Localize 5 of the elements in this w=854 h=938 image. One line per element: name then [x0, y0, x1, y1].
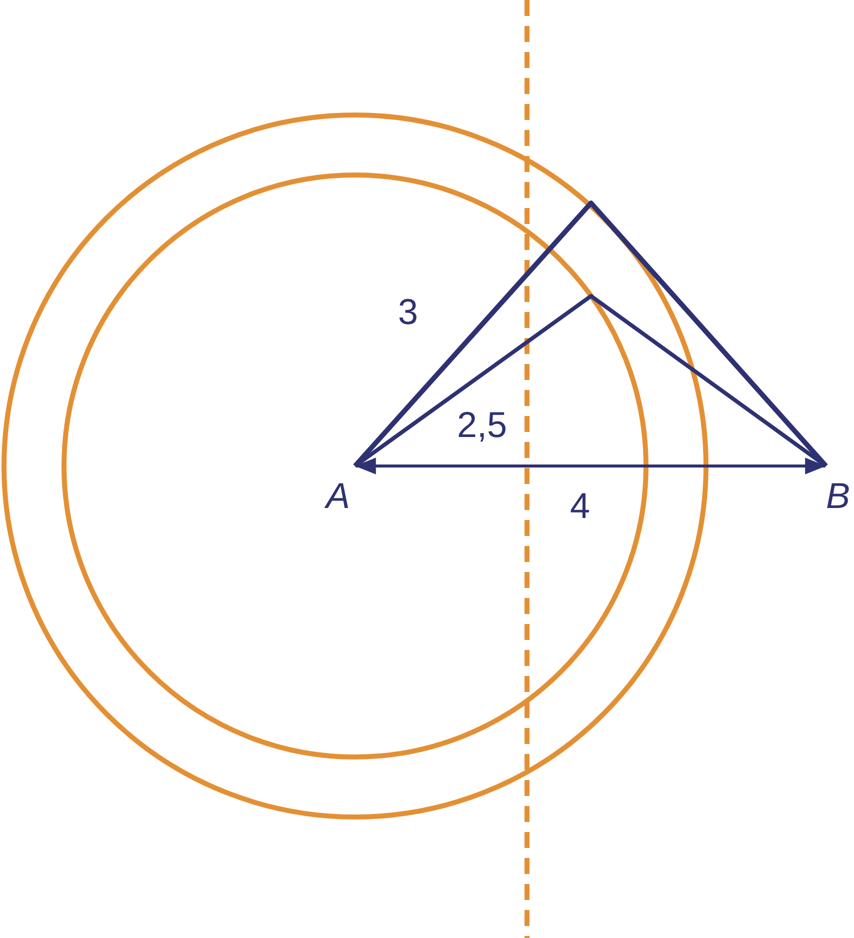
point-label: B	[826, 478, 850, 514]
length-label: 4	[570, 488, 590, 524]
length-label: 3	[398, 294, 418, 330]
length-label: 2,5	[456, 407, 508, 443]
point-label: A	[326, 478, 350, 514]
